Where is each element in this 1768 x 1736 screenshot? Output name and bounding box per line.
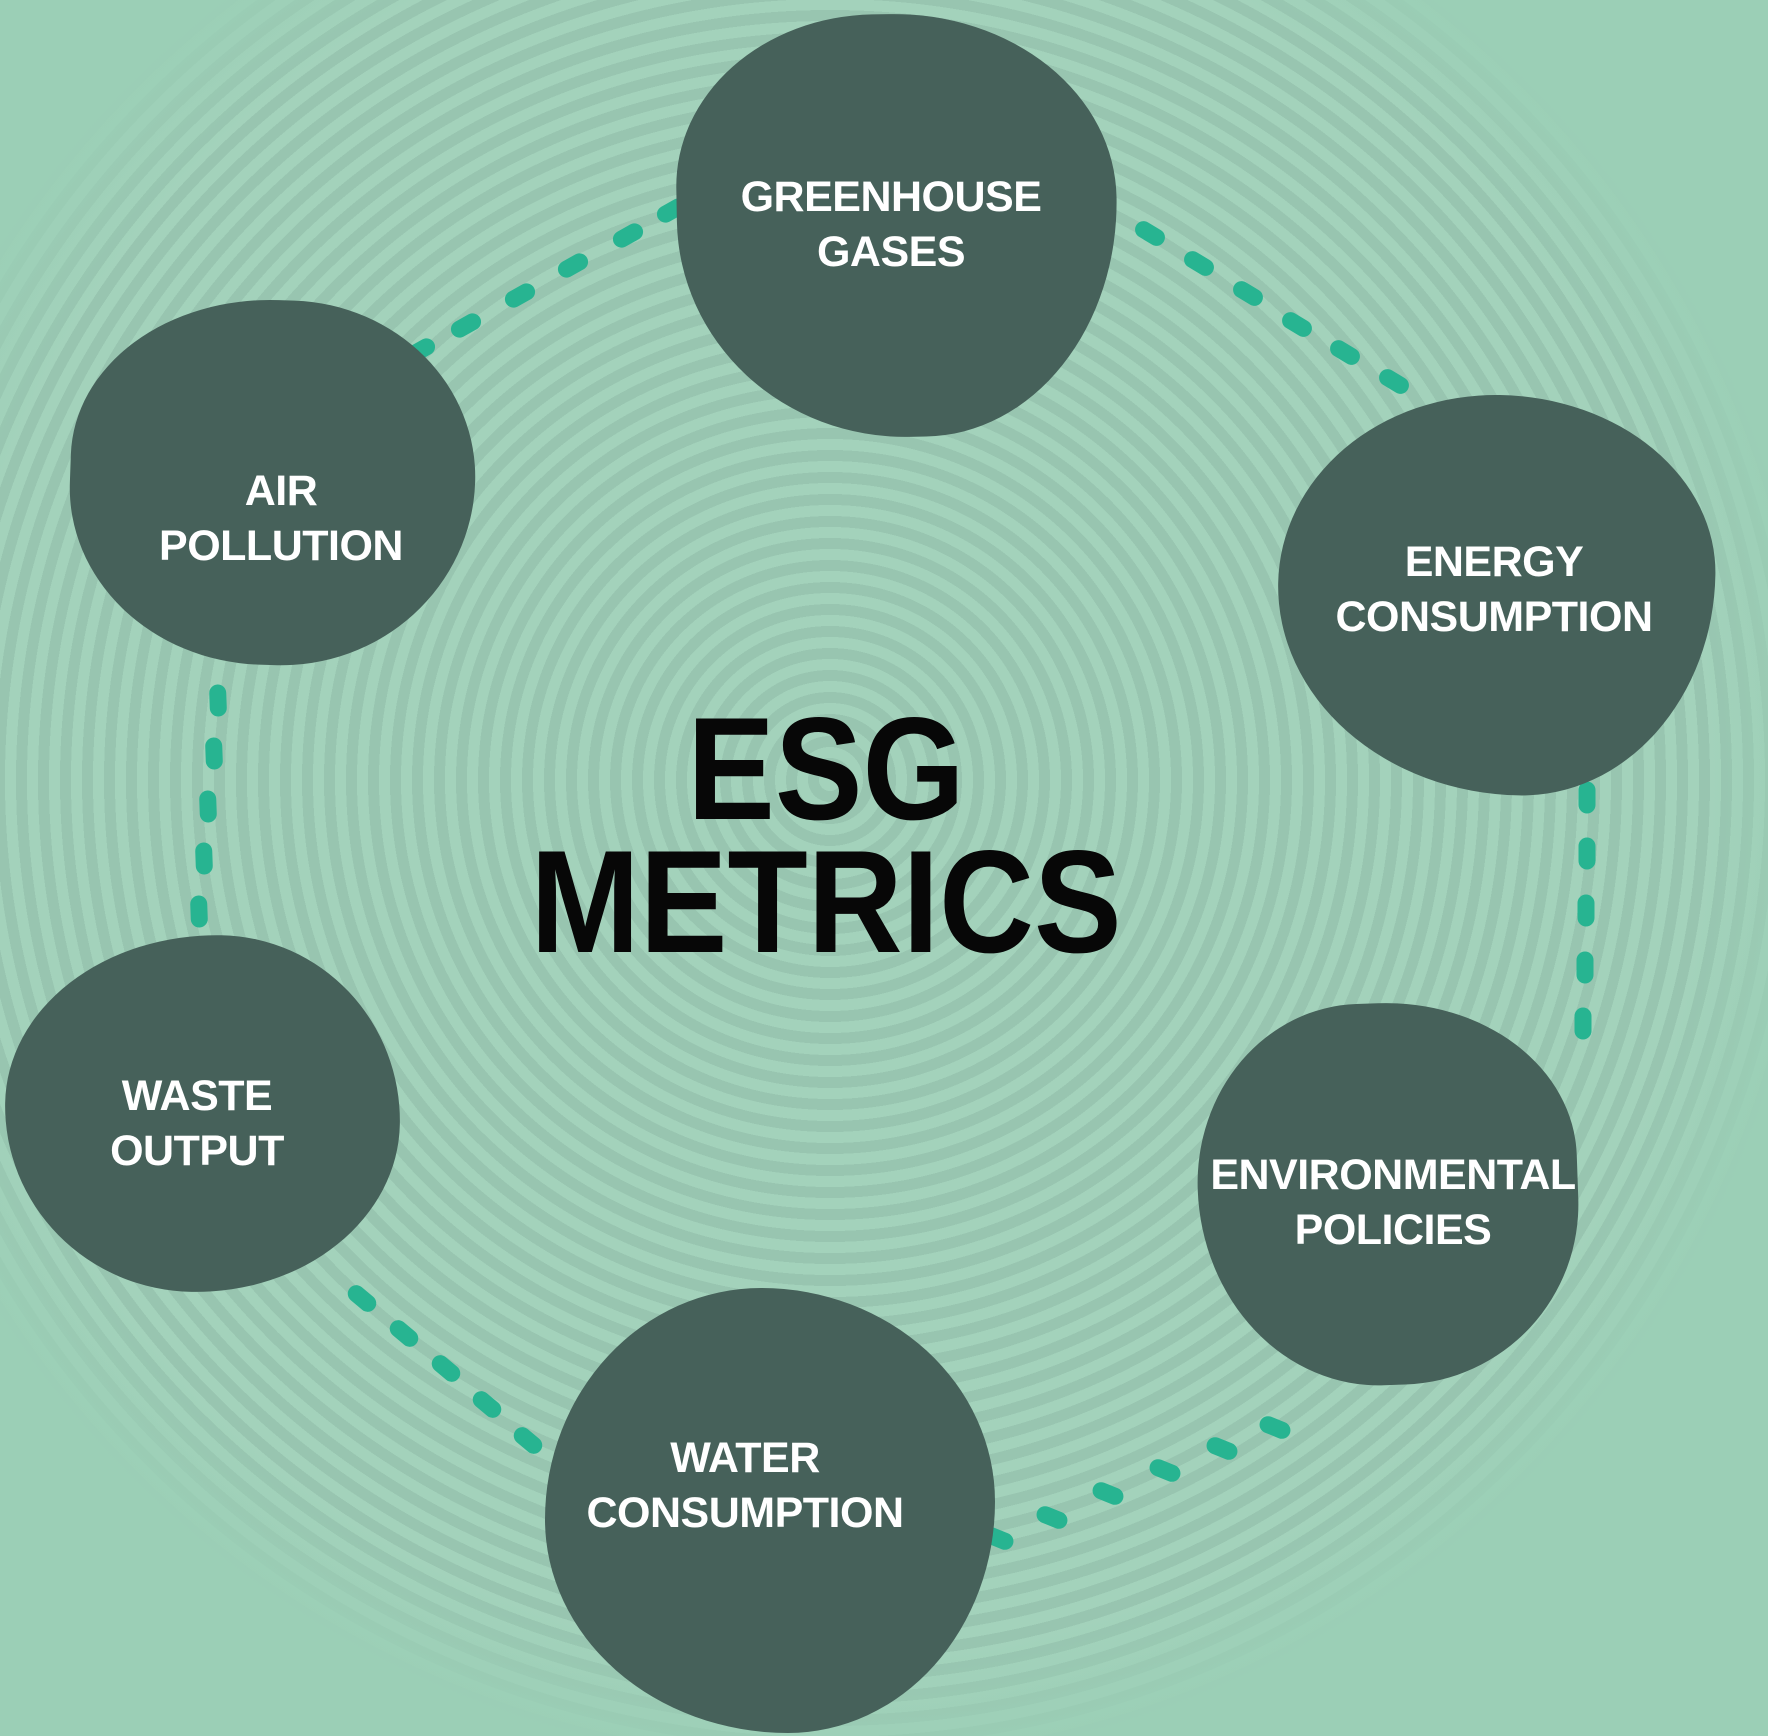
node-label-air-pollution: AIR POLLUTION <box>159 464 403 574</box>
node-label-line: WATER <box>670 1434 820 1482</box>
node-label-line: AIR <box>244 467 318 515</box>
node-label-line: ENVIRONMENTAL <box>1210 1151 1576 1199</box>
node-label-line: POLLUTION <box>159 522 403 570</box>
node-label-line: ENERGY <box>1404 538 1584 586</box>
node-label-line: GREENHOUSE <box>740 173 1042 221</box>
node-label-energy-consumption: ENERGY CONSUMPTION <box>1335 535 1654 645</box>
node-label-line: POLICIES <box>1294 1206 1492 1254</box>
node-label-line: GASES <box>816 228 966 276</box>
diagram-title: ESG METRICS <box>530 687 1122 983</box>
node-label-waste-output: WASTE OUTPUT <box>110 1069 284 1179</box>
node-label-greenhouse-gases: GREENHOUSE GASES <box>741 170 1042 280</box>
node-label-environmental-policies: ENVIRONMENTAL POLICIES <box>1210 1148 1576 1258</box>
node-label-line: CONSUMPTION <box>586 1489 905 1537</box>
diagram-title-line2: METRICS <box>530 820 1122 983</box>
diagram-title-line1: ESG <box>687 687 965 850</box>
node-label-line: CONSUMPTION <box>1335 593 1654 641</box>
node-water-consumption <box>545 1288 995 1733</box>
node-label-line: OUTPUT <box>110 1127 284 1175</box>
node-label-line: WASTE <box>121 1072 273 1120</box>
node-label-water-consumption: WATER CONSUMPTION <box>586 1431 905 1541</box>
